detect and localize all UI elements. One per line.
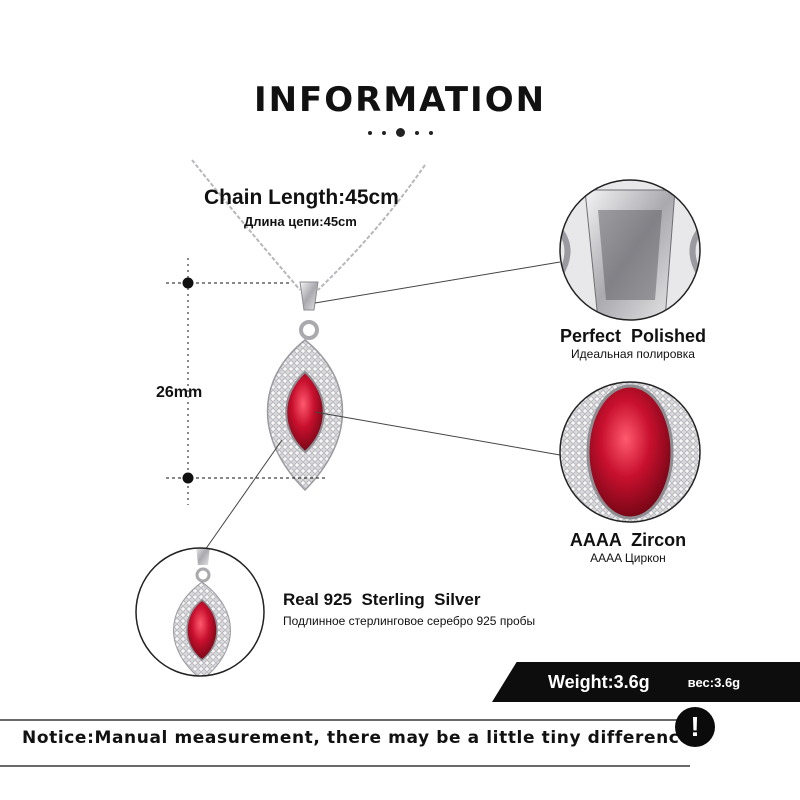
divider-dot bbox=[414, 130, 419, 135]
divider-dot bbox=[428, 130, 433, 135]
zircon-label-ru: AAAA Циркон bbox=[590, 551, 666, 565]
polished-caption: Perfect Polished Идеальная полировка bbox=[548, 326, 718, 361]
chain bbox=[191, 159, 426, 291]
polished-label-ru: Идеальная полировка bbox=[571, 347, 695, 361]
chain-length-label: Chain Length:45cm bbox=[204, 186, 399, 209]
callout-lines bbox=[204, 261, 561, 551]
weight-label: Weight:3.6g bbox=[548, 671, 650, 692]
page-title: INFORMATION bbox=[253, 80, 547, 120]
silver-label-ru: Подлинное стерлинговое серебро 925 пробы bbox=[283, 614, 536, 628]
chain-length-label-ru: Длина цепи:45cm bbox=[244, 214, 357, 229]
silver-label: Real 925 Sterling Silver bbox=[283, 590, 481, 609]
title-divider bbox=[0, 128, 800, 137]
main-pendant bbox=[266, 339, 344, 492]
notice-frame bbox=[0, 719, 690, 767]
divider-dot-center bbox=[395, 128, 405, 137]
silver-caption: Real 925 Sterling Silver Подлинное стерл… bbox=[283, 590, 535, 628]
weight-banner: Weight:3.6g вес:3.6g bbox=[492, 662, 800, 702]
divider-dot bbox=[367, 130, 372, 135]
pendant-bail bbox=[299, 281, 319, 311]
exclamation-icon: ! bbox=[675, 707, 715, 747]
divider-dot bbox=[381, 130, 386, 135]
zircon-label: AAAA Zircon bbox=[569, 530, 687, 550]
polished-label: Perfect Polished bbox=[559, 326, 707, 346]
pendant-size-label: 26mm bbox=[156, 384, 203, 401]
zircon-caption: AAAA Zircon AAAA Циркон bbox=[548, 530, 708, 565]
notice-text: Notice:Manual measurement, there may be … bbox=[22, 728, 699, 748]
silver-detail bbox=[135, 547, 265, 677]
polished-detail bbox=[559, 179, 701, 321]
zircon-detail bbox=[559, 381, 701, 523]
dimension-markers bbox=[166, 258, 325, 505]
weight-label-ru: вес:3.6g bbox=[687, 674, 741, 690]
